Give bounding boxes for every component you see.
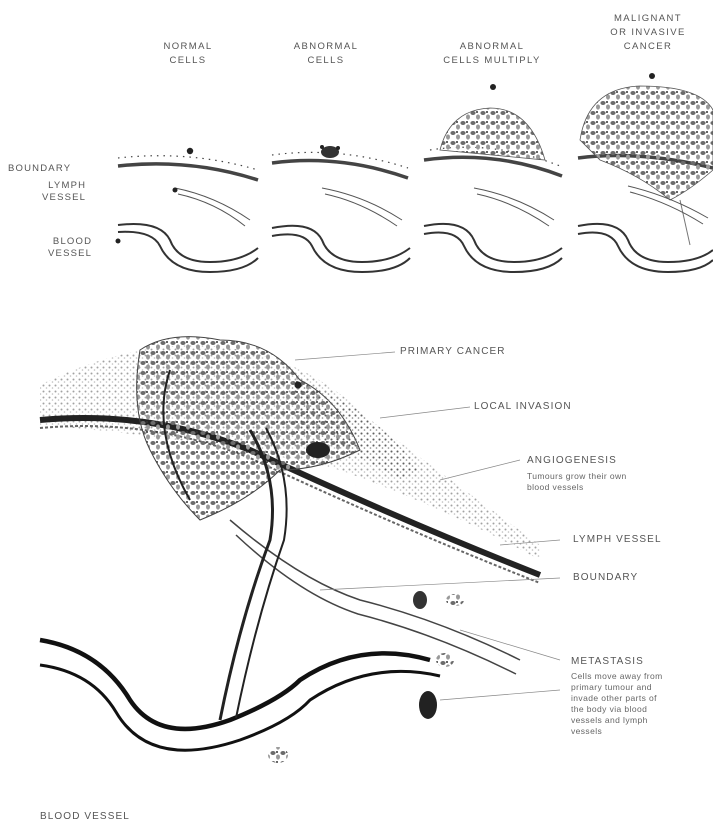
- label-metastasis: METASTASIS: [571, 656, 644, 667]
- metastatic-clump: [413, 591, 427, 609]
- boundary-line: [118, 164, 258, 180]
- note-line: Tumours grow their own: [527, 471, 627, 482]
- label-boundary: BOUNDARY: [573, 572, 638, 583]
- label-primary-cancer: PRIMARY CANCER: [400, 346, 506, 357]
- note-metastasis: Cells move away from primary tumour and …: [571, 671, 663, 737]
- note-line: vessels and lymph: [571, 715, 663, 726]
- label-lymph-vessel: LYMPH VESSEL: [573, 534, 662, 545]
- note-line: primary tumour and: [571, 682, 663, 693]
- blood-vessel: [118, 224, 258, 262]
- note-line: Cells move away from: [571, 671, 663, 682]
- label-angiogenesis: ANGIOGENESIS: [527, 455, 617, 466]
- panel-abnormal: [272, 145, 410, 272]
- label-blood-vessel: BLOOD VESSEL: [40, 811, 130, 822]
- lymph-vessel: [175, 188, 250, 220]
- metastatic-clump: [268, 747, 288, 763]
- panel-multiply: [424, 84, 562, 272]
- note-line: blood vessels: [527, 482, 627, 493]
- metastatic-clump: [446, 594, 464, 606]
- note-line: the body via blood: [571, 704, 663, 715]
- label-local-invasion: LOCAL INVASION: [474, 401, 572, 412]
- abnormal-cell-dot: [187, 148, 193, 154]
- metastatic-clump: [419, 691, 437, 719]
- tumour-mass: [440, 108, 545, 160]
- note-line: invade other parts of: [571, 693, 663, 704]
- note-angiogenesis: Tumours grow their own blood vessels: [527, 471, 627, 493]
- main-lymph-vessel: [230, 520, 520, 660]
- tumour-mass: [580, 86, 713, 200]
- panel-normal: [116, 148, 259, 272]
- panel-malignant: [578, 73, 713, 272]
- note-line: vessels: [571, 726, 663, 737]
- blood-vessel: [118, 232, 258, 272]
- metastatic-clump: [436, 653, 454, 667]
